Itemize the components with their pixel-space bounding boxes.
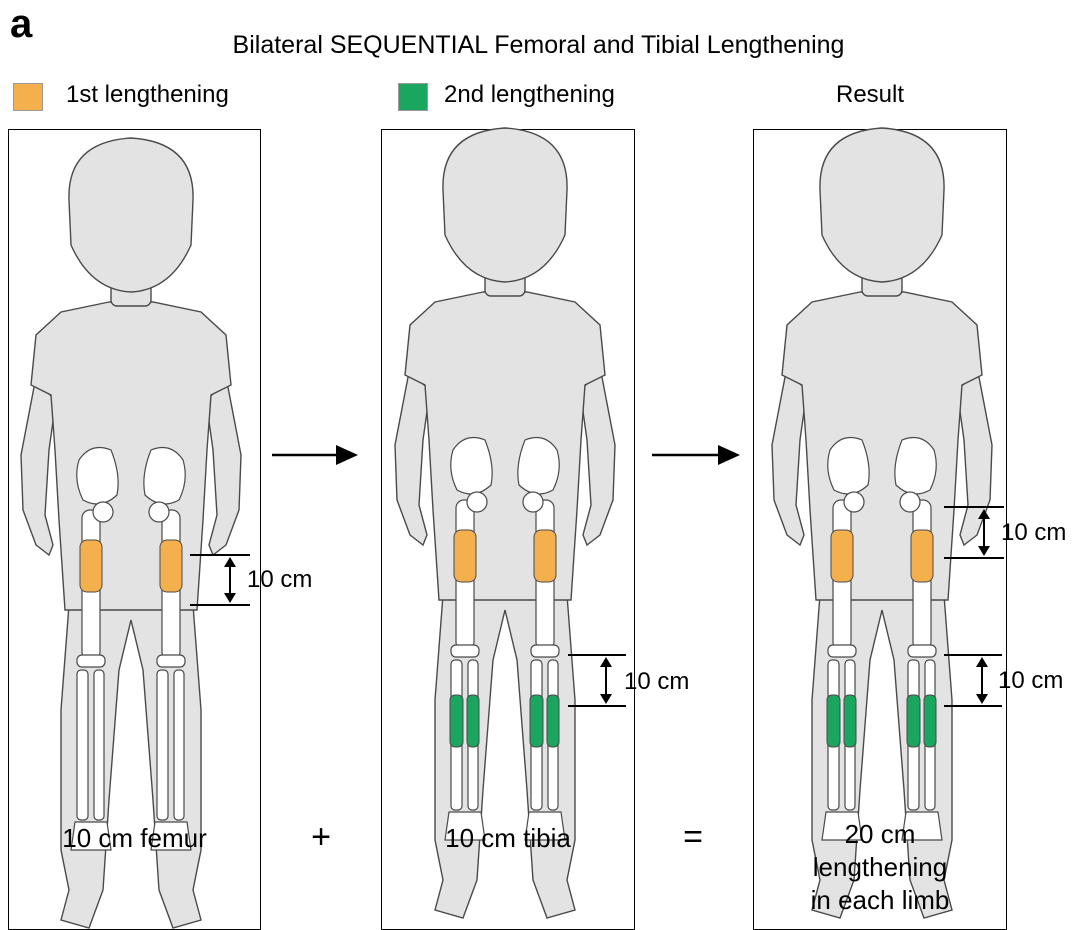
right-fibula bbox=[174, 670, 184, 820]
right-femur-segment bbox=[160, 540, 182, 592]
right-knee bbox=[531, 645, 559, 657]
left-knee bbox=[828, 645, 856, 657]
left-pelvis bbox=[828, 438, 869, 494]
child-figure-1 bbox=[21, 138, 241, 928]
left-fibula bbox=[94, 670, 104, 820]
left-arm bbox=[395, 372, 430, 545]
child-figure-2 bbox=[395, 128, 615, 918]
left-fibula-segment bbox=[844, 695, 856, 747]
left-femoral-head bbox=[467, 492, 487, 512]
left-fibula-segment bbox=[467, 695, 479, 747]
caption-result-line-1: 20 cm bbox=[753, 818, 1007, 851]
right-pelvis bbox=[144, 448, 185, 504]
right-pelvis bbox=[895, 438, 936, 494]
measure-label-femur-panel1: 10 cm bbox=[247, 565, 312, 595]
right-femoral-head bbox=[900, 492, 920, 512]
right-knee bbox=[908, 645, 936, 657]
right-knee bbox=[157, 655, 185, 667]
left-femur-segment bbox=[80, 540, 102, 592]
caption-femur: 10 cm femur bbox=[8, 822, 261, 855]
left-tibia bbox=[77, 670, 88, 820]
right-arm bbox=[580, 372, 615, 545]
measure-arrow-down-3 bbox=[978, 546, 990, 556]
left-femur-segment bbox=[831, 530, 853, 582]
left-tibia-segment bbox=[827, 695, 840, 747]
right-tibia-segment bbox=[907, 695, 920, 747]
left-knee bbox=[451, 645, 479, 657]
right-femoral-head bbox=[149, 502, 169, 522]
left-femoral-head bbox=[844, 492, 864, 512]
right-fibula-segment bbox=[924, 695, 936, 747]
head bbox=[69, 138, 193, 292]
equals-operator: = bbox=[673, 817, 713, 857]
right-femur-segment bbox=[534, 530, 556, 582]
left-tibia-segment bbox=[450, 695, 463, 747]
right-tibia-segment bbox=[530, 695, 543, 747]
measure-arrow-up-2 bbox=[600, 657, 612, 667]
measure-label-femur-panel3: 10 cm bbox=[1001, 518, 1066, 548]
measure-label-tibia-panel2: 10 cm bbox=[624, 667, 689, 697]
caption-result-line-2: lengthening bbox=[753, 851, 1007, 884]
right-tibia bbox=[157, 670, 168, 820]
left-arm bbox=[772, 372, 807, 545]
torso bbox=[405, 292, 605, 600]
caption-tibia: 10 cm tibia bbox=[381, 822, 635, 855]
left-pelvis bbox=[451, 438, 492, 494]
left-femoral-head bbox=[93, 502, 113, 522]
plus-operator: + bbox=[301, 817, 341, 857]
left-femur-segment bbox=[454, 530, 476, 582]
right-fibula-segment bbox=[547, 695, 559, 747]
right-femur-segment bbox=[911, 530, 933, 582]
right-arm bbox=[206, 382, 241, 555]
measure-arrow-down-4 bbox=[976, 694, 988, 704]
measure-arrow-down-1 bbox=[224, 593, 236, 603]
head bbox=[443, 128, 567, 282]
caption-result: 20 cm lengthening in each limb bbox=[753, 818, 1007, 917]
flow-arrowhead-2 bbox=[718, 445, 740, 465]
measure-label-tibia-panel3: 10 cm bbox=[998, 666, 1063, 696]
measure-arrow-down-2 bbox=[600, 694, 612, 704]
flow-arrowhead-1 bbox=[336, 445, 358, 465]
torso bbox=[782, 292, 982, 600]
right-arm bbox=[957, 372, 992, 545]
left-arm bbox=[21, 382, 56, 555]
torso bbox=[31, 302, 231, 610]
caption-result-line-3: in each limb bbox=[753, 884, 1007, 917]
measure-arrow-up-1 bbox=[224, 557, 236, 567]
right-pelvis bbox=[518, 438, 559, 494]
right-femoral-head bbox=[523, 492, 543, 512]
head bbox=[820, 128, 944, 282]
left-pelvis bbox=[77, 448, 118, 504]
left-knee bbox=[77, 655, 105, 667]
measure-arrow-up-4 bbox=[976, 657, 988, 667]
child-figure-3 bbox=[772, 128, 992, 918]
